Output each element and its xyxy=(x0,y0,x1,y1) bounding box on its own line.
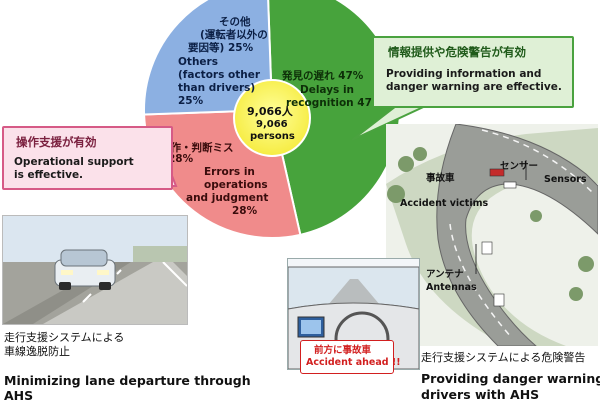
antenna-label-en: Antennas xyxy=(426,282,477,293)
left-caption-jp-1: 走行支援システムによる xyxy=(4,331,125,344)
accident-vehicle-label-en: Accident victims xyxy=(400,198,489,209)
left-caption-jp-2: 車線逸脱防止 xyxy=(4,345,70,358)
callout-pink-line-2: is effective. xyxy=(14,169,84,181)
slice-errors-label-jp: 操作・判断ミス xyxy=(160,142,234,154)
lane-departure-illustration xyxy=(2,215,188,325)
pie-center-hub xyxy=(233,79,311,157)
antenna-label-jp: アンテナ xyxy=(426,269,464,280)
right-caption-en-1: Providing danger warning to xyxy=(421,371,600,386)
slice-others-label-en-3: than drivers) xyxy=(178,82,256,94)
highway-warning-illustration xyxy=(386,124,598,346)
slice-errors-label-en-pct: 28% xyxy=(232,205,258,217)
accident-ahead-jp: 前方に事故車 xyxy=(314,345,372,356)
accident-ahead-warning xyxy=(300,340,394,374)
lane-departure-road-icon xyxy=(3,216,187,324)
pie-center-total-num: 9,066 xyxy=(256,119,288,130)
accident-vehicle-label-jp: 事故車 xyxy=(426,173,455,184)
slice-others-label-en-2: (factors other xyxy=(178,69,261,81)
slice-errors-label-en-3: and judgment xyxy=(186,192,269,204)
right-caption-en-2: drivers with AHS xyxy=(421,387,540,402)
slice-errors-label-en-1: Errors in xyxy=(204,166,255,178)
callout-pink-line-1: Operational support xyxy=(14,156,134,168)
pie-center-total-jp: 9,066人 xyxy=(247,105,293,118)
slice-delays-label-jp: 発見の遅れ 47% xyxy=(282,70,364,82)
right-caption-jp: 走行支援システムによる危険警告 xyxy=(421,351,586,364)
pie-slice-others xyxy=(143,0,274,116)
slice-delays-label-en-1: Delays in xyxy=(300,84,355,96)
slice-others-label-en-pct: 25% xyxy=(178,95,204,107)
slice-delays-label-en-2: recognition 47% xyxy=(286,97,383,109)
pie-center-total-unit: persons xyxy=(250,131,295,142)
callout-green-text: Providing information and danger warning… xyxy=(386,68,562,94)
slice-others-label-jp-2: (運転者以外の xyxy=(200,29,268,41)
sensor-label-en: Sensors xyxy=(544,174,587,185)
callout-pink-title: 操作支援が有効 xyxy=(16,135,97,149)
left-caption-en-2: AHS xyxy=(4,388,34,403)
callout-operational-support: 操作支援が有効 Operational support is effective… xyxy=(2,126,173,190)
callout-green-line-2: danger warning are effective. xyxy=(386,81,562,93)
slice-others-label-jp-3: 要因等) 25% xyxy=(188,42,254,54)
slice-others-label-en-1: Others xyxy=(178,56,218,68)
callout-pink-text: Operational support is effective. xyxy=(14,156,134,182)
sensor-label-jp: センサー xyxy=(500,161,539,172)
callout-green-title: 情報提供や危険警告が有効 xyxy=(388,45,526,59)
accident-ahead-en: Accident ahead !! xyxy=(306,357,401,368)
left-caption-en-1: Minimizing lane departure through xyxy=(4,373,251,388)
highway-road-icon xyxy=(386,124,598,346)
callout-information-warning: 情報提供や危険警告が有効 Providing information and d… xyxy=(372,36,574,108)
slice-errors-label-en-2: operations xyxy=(204,179,268,191)
callout-green-line-1: Providing information and xyxy=(386,68,542,80)
slice-errors-label-jp-pct: 28% xyxy=(168,153,194,165)
slice-others-label-jp-1: その他 xyxy=(219,16,251,28)
